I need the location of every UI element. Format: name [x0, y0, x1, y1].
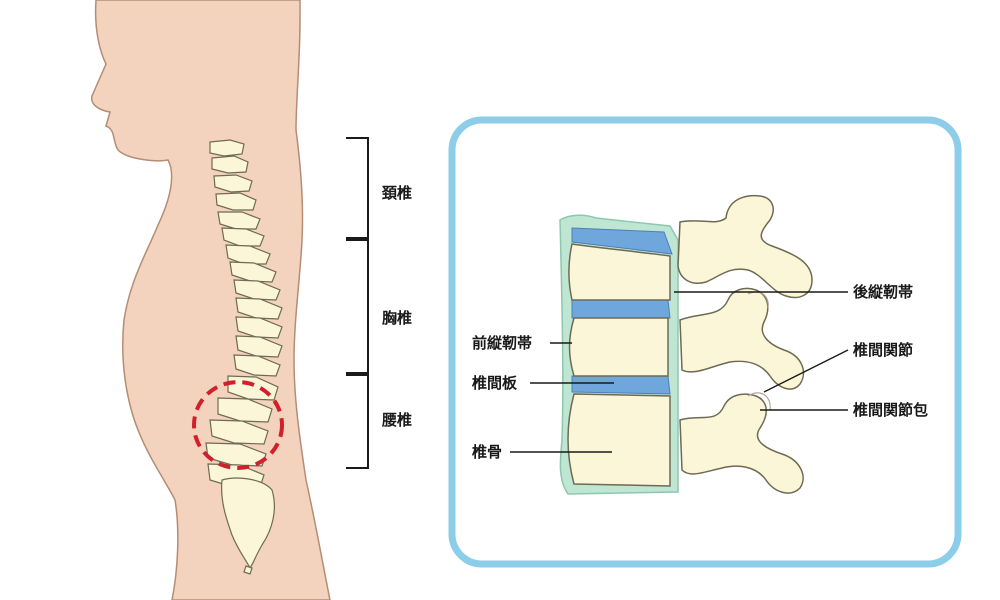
lumbar-label: 腰椎 — [382, 411, 413, 429]
intervertebral-disc — [571, 227, 673, 255]
vertebral-body — [568, 317, 669, 377]
leader-line — [763, 349, 849, 393]
thoracic-vertebra — [235, 316, 283, 339]
cervical-vertebra — [217, 211, 261, 230]
facet-capsule — [747, 291, 769, 309]
cervical-vertebra — [221, 227, 265, 247]
thoracic-vertebra — [229, 261, 277, 283]
intervertebral-discs — [571, 227, 673, 395]
cervical-vertebra — [211, 155, 249, 174]
cervical-label: 頚椎 — [382, 184, 413, 202]
cervical-vertebra — [213, 174, 253, 193]
thoracic-vertebra — [235, 297, 283, 320]
cervical-vertebra — [209, 139, 245, 157]
region-brackets — [346, 137, 369, 469]
lumbar-vertebra — [209, 419, 269, 445]
body-outline — [90, 0, 331, 600]
thoracic-vertebra — [233, 279, 281, 301]
intervertebral-disc — [571, 375, 671, 395]
lumbar-highlight-circle — [192, 380, 284, 470]
vertebral-body — [567, 393, 671, 487]
cervical-vertebra — [215, 192, 257, 211]
anterior-longitudinal-ligament-label: 前縦靭帯 — [472, 334, 533, 352]
thoracic-vertebra — [235, 335, 283, 358]
thoracic-label: 胸椎 — [382, 309, 413, 327]
intervertebral-disc-label: 椎間板 — [472, 374, 518, 392]
facet-joint-label: 椎間関節 — [853, 341, 914, 359]
thoracic-vertebra — [225, 244, 271, 265]
vertebral-bodies — [567, 243, 671, 487]
vertebral-body — [568, 243, 671, 301]
thoracic-vertebra — [233, 354, 281, 377]
posterior-element — [677, 194, 813, 299]
body-silhouette — [90, 0, 331, 600]
facet-capsule — [747, 392, 771, 411]
posterior-longitudinal-ligament-label: 後縦靭帯 — [853, 283, 914, 301]
posterior-elements — [677, 194, 813, 494]
vertebral-body-label: 椎骨 — [472, 443, 503, 461]
facet-joint-capsule-label: 椎間関節包 — [853, 401, 929, 419]
lumbar-vertebra — [217, 397, 273, 423]
cervical-bracket — [346, 137, 369, 239]
thoracic-bracket — [346, 239, 369, 374]
coccyx — [243, 565, 253, 575]
leader-lines — [510, 291, 849, 453]
spine-column — [205, 139, 283, 575]
lumbar-bracket — [346, 374, 369, 469]
sacrum — [221, 477, 275, 570]
facet-capsules — [747, 291, 771, 411]
intervertebral-disc — [571, 299, 671, 319]
posterior-element — [679, 393, 804, 494]
